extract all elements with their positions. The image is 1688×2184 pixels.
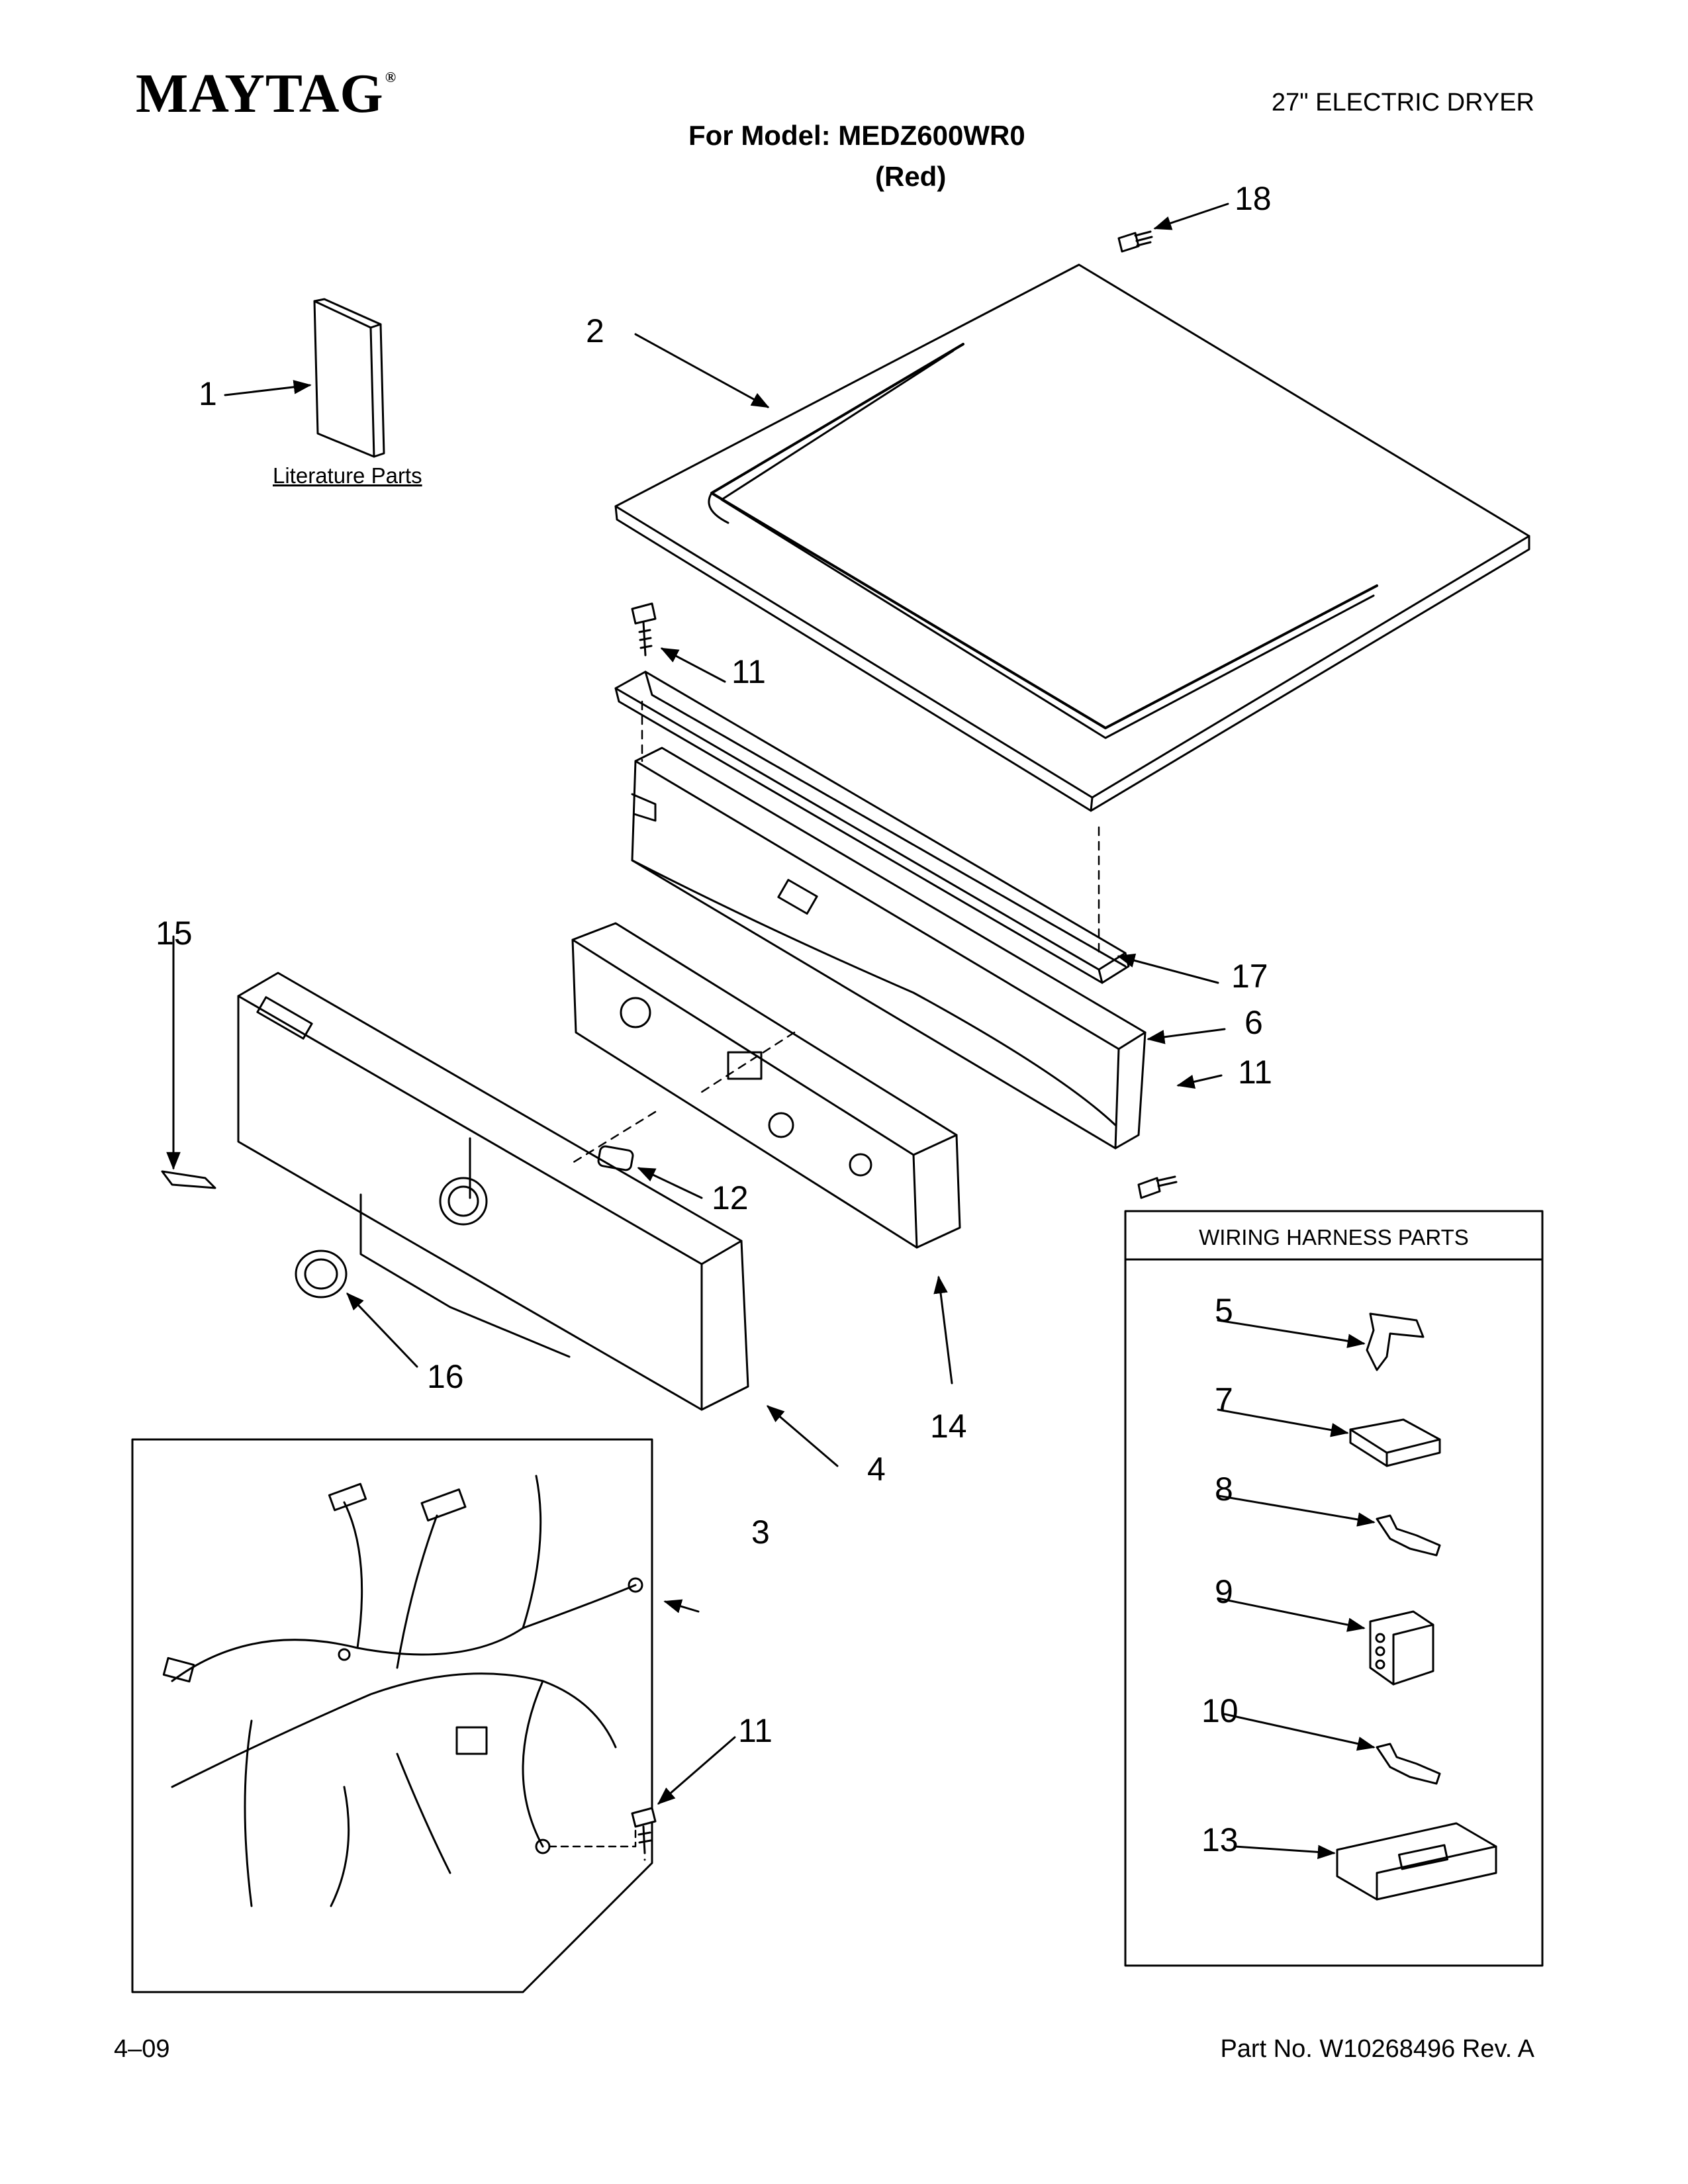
- callout-10: 10: [1201, 1692, 1239, 1729]
- leader-arrows: [166, 203, 1376, 1860]
- harness-part-9: [1369, 1610, 1434, 1686]
- callout-3: 3: [751, 1514, 770, 1551]
- footer-part-number: Part No. W10268496 Rev. A: [1220, 2035, 1534, 2063]
- wiring-harness-parts-box: [1124, 1210, 1544, 1967]
- callout-18: 18: [1235, 180, 1272, 217]
- callout-11-right: 11: [1238, 1054, 1272, 1091]
- callout-1: 1: [199, 375, 217, 412]
- callout-6: 6: [1244, 1004, 1263, 1041]
- harness-part-7: [1349, 1418, 1441, 1467]
- callout-16: 16: [427, 1358, 464, 1395]
- callout-17: 17: [1231, 958, 1268, 995]
- alignment-lines: [568, 700, 1100, 1166]
- grommet-part-12: [597, 1145, 634, 1171]
- badge-part-15: [161, 1170, 216, 1189]
- model-line: For Model: MEDZ600WR0: [688, 120, 1025, 151]
- callout-7: 7: [1215, 1381, 1233, 1418]
- harness-part-13: [1336, 1822, 1497, 1901]
- callout-4: 4: [867, 1451, 886, 1488]
- harness-part-8: [1376, 1514, 1441, 1557]
- control-housing-part-6: [631, 747, 1147, 1150]
- model-variant: (Red): [875, 161, 947, 192]
- knob-part-16: [295, 1250, 348, 1298]
- harness-part-5: [1366, 1312, 1425, 1371]
- literature-parts-label: Literature Parts: [273, 463, 422, 488]
- callout-12: 12: [712, 1179, 749, 1216]
- wiring-harness-box: [131, 1438, 653, 1993]
- screw-part-11-bottom: [548, 1807, 657, 1861]
- screw-part-11-top: [631, 602, 657, 657]
- footer-date: 4–09: [114, 2035, 170, 2063]
- screw-part-18: [1117, 230, 1153, 253]
- top-panel-part-2: [614, 263, 1530, 812]
- callout-8: 8: [1215, 1471, 1233, 1508]
- screw-part-11-right: [1137, 1175, 1178, 1199]
- callout-15: 15: [156, 915, 193, 952]
- callout-5: 5: [1215, 1292, 1233, 1329]
- callout-14: 14: [930, 1408, 967, 1445]
- control-board-part-14: [571, 922, 961, 1249]
- literature-parts-illustration: [313, 298, 385, 458]
- product-title: 27" ELECTRIC DRYER: [1271, 89, 1534, 116]
- callout-13: 13: [1201, 1821, 1239, 1858]
- callout-11-top: 11: [731, 653, 766, 690]
- callout-11-bottom: 11: [738, 1712, 773, 1749]
- callout-2: 2: [586, 312, 604, 349]
- wiring-harness-parts-title: WIRING HARNESS PARTS: [1199, 1225, 1469, 1250]
- console-part-4: [237, 972, 749, 1411]
- callout-9: 9: [1215, 1573, 1233, 1610]
- harness-part-10: [1376, 1743, 1441, 1785]
- brand-logo: MAYTAG®: [136, 63, 397, 124]
